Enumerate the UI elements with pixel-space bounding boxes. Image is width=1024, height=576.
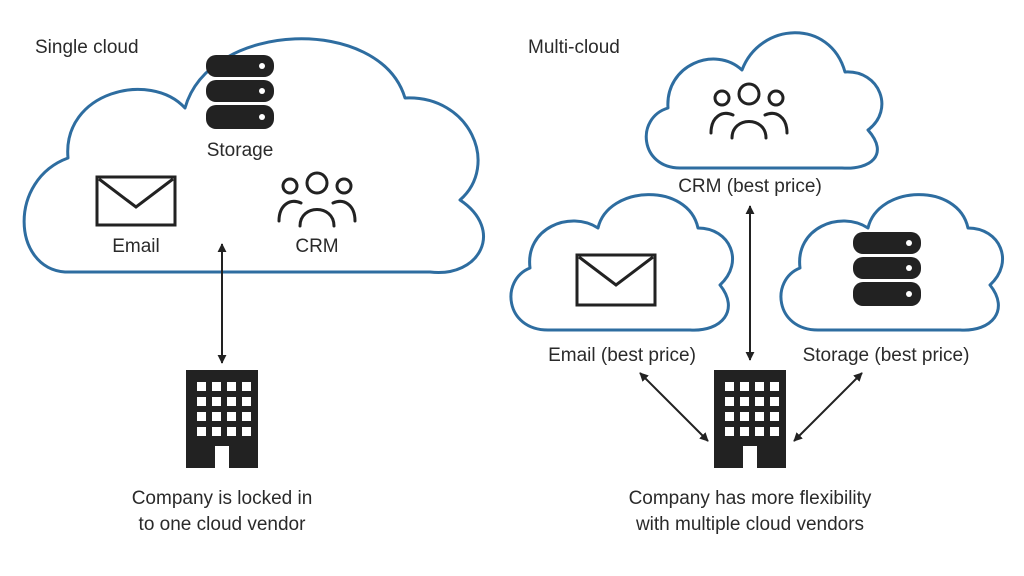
single-company-caption-line2: to one cloud vendor — [138, 514, 306, 535]
database-icon — [206, 55, 274, 129]
envelope-icon — [575, 253, 657, 307]
multi-crm-label: CRM (best price) — [678, 176, 822, 197]
multi-email-label: Email (best price) — [548, 345, 696, 366]
multi-email-cloud-outline — [509, 193, 735, 332]
single-storage-label: Storage — [206, 140, 274, 161]
multi-email-connection-arrow — [639, 372, 709, 442]
single-company-caption-line1: Company is locked in — [131, 488, 313, 509]
office-building-icon — [186, 370, 258, 468]
single-email-label: Email — [112, 236, 160, 257]
multi-storage-label: Storage (best price) — [802, 345, 970, 366]
multi-storage-cloud-outline — [779, 193, 1005, 332]
single-cloud-outline — [22, 37, 485, 274]
single-crm-label: CRM — [295, 236, 339, 257]
multi-crm-cloud-outline — [644, 31, 884, 170]
people-group-icon — [709, 82, 789, 140]
envelope-icon — [95, 175, 177, 227]
office-building-icon — [714, 370, 786, 468]
database-icon — [853, 232, 921, 306]
multi-cloud-title: Multi-cloud — [528, 37, 620, 58]
multi-storage-connection-arrow — [793, 372, 863, 442]
multi-company-caption-line2: with multiple cloud vendors — [635, 514, 865, 535]
single-cloud-title: Single cloud — [35, 37, 139, 58]
multi-company-caption-line1: Company has more flexibility — [628, 488, 872, 509]
people-group-icon — [277, 171, 357, 228]
